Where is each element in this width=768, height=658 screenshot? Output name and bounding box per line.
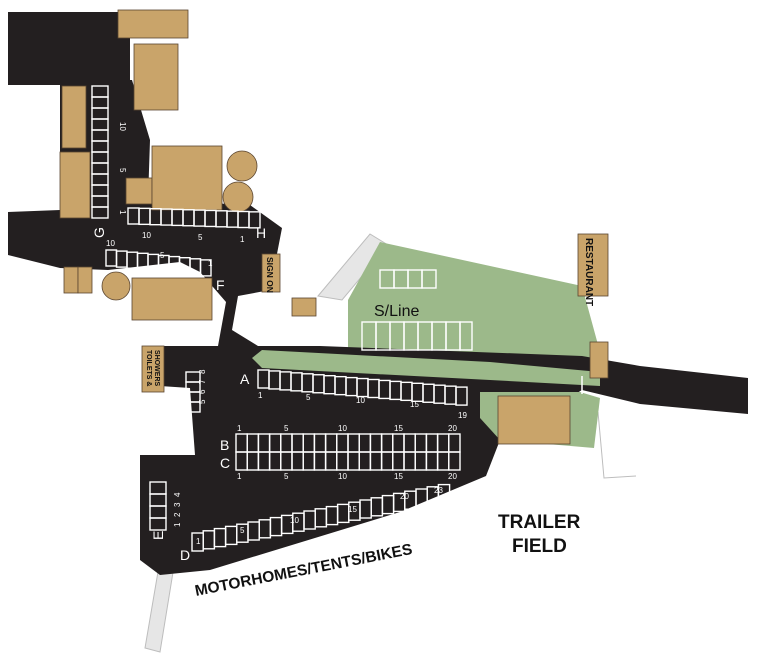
restaurant-building — [577, 233, 609, 297]
bay-number: 1 — [240, 235, 245, 244]
bay-number: 20 — [448, 424, 457, 433]
bay-number: 6 — [198, 389, 207, 394]
bay-row-a — [455, 386, 468, 406]
bay-number: 1 — [173, 522, 182, 527]
bay-number: 19 — [458, 411, 467, 420]
row-label-h: H — [256, 225, 266, 241]
parking-bays — [91, 85, 468, 552]
row-label-b: B — [220, 437, 229, 453]
sline-bays — [361, 269, 473, 351]
bay-number: 5 — [198, 233, 203, 242]
bay-number: 1 — [118, 210, 127, 215]
bay-number: 10 — [106, 239, 115, 248]
row-e-lower-numbers: 1 2 3 4 — [173, 492, 182, 527]
bay-number: 5 — [284, 424, 289, 433]
row-label-f: F — [216, 277, 225, 293]
bay-number: 20 — [400, 492, 409, 501]
trailer-field-label-line2: FIELD — [512, 536, 567, 557]
toilets-building — [141, 345, 165, 393]
bay-number: 7 — [198, 379, 207, 384]
bay-number: 4 — [173, 492, 182, 497]
bay-number: 10 — [290, 516, 299, 525]
buildings — [59, 9, 609, 445]
row-b-numbers: 1 5 10 15 20 — [237, 424, 457, 433]
bay-number: 5 — [160, 251, 165, 260]
row-label-g: G — [91, 227, 107, 238]
bay-row-d — [437, 483, 451, 504]
restaurant-label: RESTAURANT — [583, 238, 594, 306]
bay-number: 10 — [356, 396, 365, 405]
row-e-upper-numbers: 5 6 7 8 — [198, 369, 207, 404]
bay-number: 10 — [118, 122, 127, 131]
bay-number: 15 — [394, 472, 403, 481]
bay-number: 1 — [196, 537, 201, 546]
bay-number: 5 — [198, 399, 207, 404]
sign-on-label: SIGN ON — [265, 257, 275, 293]
row-f-numbers: 10 5 1 — [106, 239, 213, 268]
bay-row-e-upper — [185, 401, 201, 413]
bay-number: 8 — [198, 369, 207, 374]
bay-number: 1 — [208, 259, 213, 268]
bay-number: 15 — [410, 400, 419, 409]
bay-number: 10 — [142, 231, 151, 240]
toilets-label: TOILETS & — [145, 350, 152, 386]
sign-on-building — [261, 253, 281, 293]
bay-row-f — [199, 259, 212, 277]
bay-row-h — [248, 211, 261, 229]
bay-row-e-lower — [149, 517, 167, 531]
bay-number: 23 — [434, 486, 443, 495]
verge-strip — [252, 350, 600, 386]
bay-number: 15 — [394, 424, 403, 433]
road-crossing — [271, 320, 319, 336]
row-g-numbers: 10 5 1 — [118, 122, 127, 215]
sline-field — [348, 242, 600, 372]
row-h-numbers: 10 5 1 — [142, 231, 245, 244]
bay-row-g — [91, 206, 109, 219]
row-c-numbers: 1 5 10 15 20 — [237, 472, 457, 481]
bay-number: 5 — [240, 526, 245, 535]
sline-label: S/Line — [374, 303, 419, 320]
bay-number: 5 — [284, 472, 289, 481]
bay-number: 1 — [237, 472, 242, 481]
bay-number: 15 — [348, 505, 357, 514]
bay-number: 5 — [306, 393, 311, 402]
row-label-d: D — [180, 547, 190, 563]
trailer-field-label-line1: TRAILER — [498, 512, 581, 533]
row-label-a: A — [240, 371, 250, 387]
bay-number: 1 — [237, 424, 242, 433]
showers-label: SHOWERS — [153, 350, 160, 387]
bay-row-c — [448, 451, 461, 471]
bay-number: 2 — [173, 512, 182, 517]
row-label-c: C — [220, 455, 230, 471]
row-a-numbers: 1 5 10 15 19 — [258, 391, 467, 420]
bay-number: 20 — [448, 472, 457, 481]
trailer-field-edge — [597, 411, 637, 479]
row-d-numbers: 1 5 10 15 20 23 — [196, 486, 443, 546]
bay-number: 3 — [173, 502, 182, 507]
bay-number: 1 — [258, 391, 263, 400]
bay-number: 10 — [338, 472, 347, 481]
bay-number: 10 — [338, 424, 347, 433]
row-label-e-upper: E — [177, 409, 193, 418]
row-label-e-lower: E — [150, 531, 166, 540]
bay-number: 5 — [118, 168, 127, 173]
